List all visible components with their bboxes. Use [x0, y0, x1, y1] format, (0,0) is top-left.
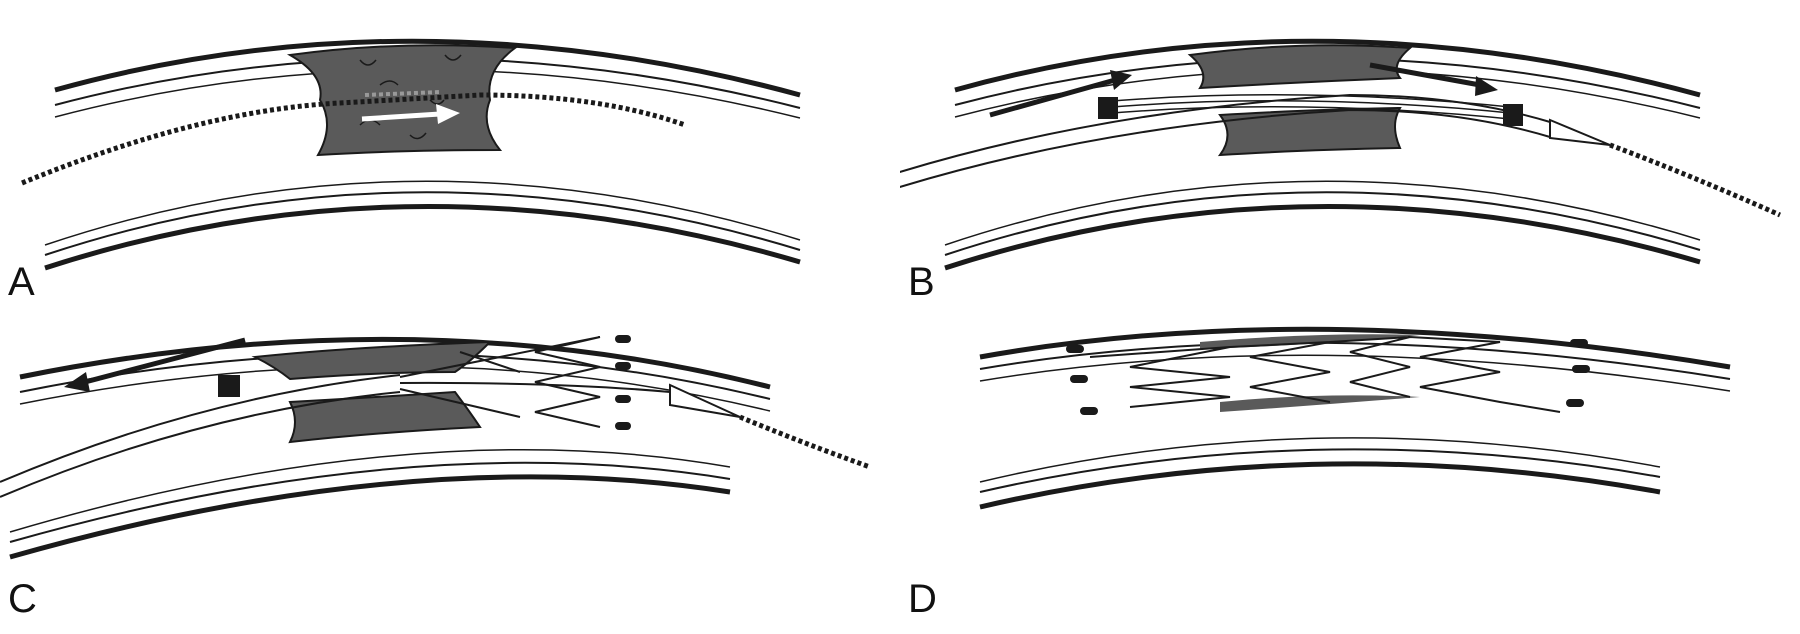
stent-marker-2	[615, 362, 631, 370]
stent-end-marker-6	[1566, 399, 1584, 407]
vessel-inner-wall-bottom-2	[44, 180, 801, 246]
plaque-lesion	[286, 44, 518, 157]
plaque-lower	[288, 390, 482, 444]
panel-label-b: B	[908, 260, 935, 304]
retract-arrow	[84, 337, 246, 385]
advance-arrow-left	[989, 77, 1116, 118]
deployed-stent	[1089, 336, 1561, 413]
plaque-texture	[359, 54, 462, 140]
outer-sheath-bottom	[900, 108, 1551, 189]
inner-catheter	[399, 381, 671, 393]
stent-marker-1	[615, 335, 631, 343]
stent-marker-distal	[1503, 104, 1523, 126]
expanding-stent	[399, 336, 601, 428]
vessel-outer-wall-bottom	[9, 474, 731, 560]
vessel-outer-wall-top	[979, 326, 1731, 370]
sheath-bottom	[0, 391, 401, 498]
vessel-inner-wall-bottom	[44, 191, 801, 256]
stent-end-marker-1	[1066, 345, 1084, 353]
stent-marker-proximal	[1098, 97, 1118, 119]
vessel-inner-wall-bottom	[979, 448, 1661, 493]
panel-b-illustration	[900, 38, 1782, 271]
vessel-inner-wall-bottom-2	[944, 180, 1701, 246]
vessel-outer-wall-bottom	[944, 204, 1701, 271]
vessel-outer-wall-bottom	[44, 204, 801, 271]
vessel-inner-wall-top	[979, 341, 1731, 380]
panel-label-a: A	[8, 260, 35, 304]
plaque-lower	[1217, 106, 1402, 157]
panel-label-d: D	[908, 577, 937, 621]
crimped-stent	[1099, 94, 1521, 121]
vessel-outer-wall-top	[19, 336, 771, 390]
sheath-marker	[218, 375, 240, 397]
guidewire-tip	[739, 414, 871, 470]
guidewire	[21, 92, 686, 186]
stent-end-marker-2	[1070, 375, 1088, 383]
sheath-top	[0, 374, 401, 483]
panel-b: B	[900, 0, 1800, 317]
panel-c-illustration	[0, 335, 871, 560]
vessel-inner-wall-bottom	[9, 461, 731, 543]
panel-c: C	[0, 317, 900, 634]
advance-arrow-head	[436, 104, 460, 124]
plaque-upper	[251, 340, 493, 381]
retract-arrow-head	[64, 372, 90, 392]
vessel-inner-wall-bottom-2	[9, 448, 731, 533]
nose-cone	[1549, 118, 1611, 146]
vessel-inner-wall-top-2	[979, 354, 1731, 392]
panel-d: D	[900, 317, 1800, 634]
panel-a: A	[0, 0, 900, 317]
panel-d-illustration	[979, 326, 1731, 510]
stent-end-marker-3	[1080, 407, 1098, 415]
vessel-outer-wall-top	[954, 38, 1701, 98]
vessel-inner-wall-bottom-2	[979, 437, 1661, 483]
stent-marker-3	[615, 395, 631, 403]
outer-sheath-top	[900, 93, 1551, 174]
advance-arrow	[361, 111, 441, 122]
plaque-upper	[1187, 44, 1413, 90]
advance-arrow-right-head	[1475, 76, 1498, 96]
stent-end-marker-4	[1570, 339, 1588, 347]
advance-arrow-right	[1369, 62, 1481, 88]
guidewire-tip	[1609, 142, 1782, 218]
plaque-compressed-lower	[1220, 395, 1420, 412]
stent-marker-4	[615, 422, 631, 430]
vessel-outer-wall-bottom	[979, 461, 1661, 510]
advance-arrow-left-head	[1110, 70, 1132, 90]
nose-cone	[669, 383, 741, 418]
vessel-outer-wall-top	[54, 38, 801, 98]
stent-end-marker-5	[1572, 365, 1590, 373]
guidewire-through-lesion	[364, 90, 441, 97]
vessel-inner-wall-bottom	[944, 191, 1701, 256]
panel-a-illustration	[21, 38, 801, 271]
panel-label-c: C	[8, 577, 37, 621]
